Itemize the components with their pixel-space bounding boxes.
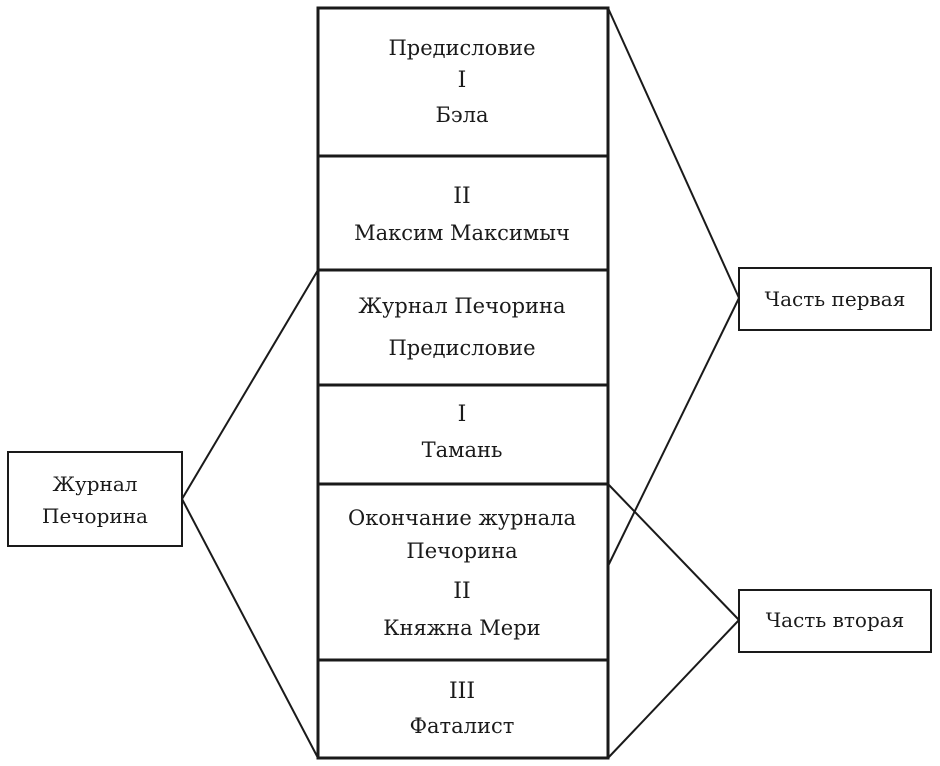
section-1-line-2: I <box>458 68 467 93</box>
connectors <box>181 7 740 759</box>
part-one-label: Часть первая <box>765 287 906 311</box>
section-5-line-3: II <box>453 579 470 604</box>
section-5-line-1: Окончание журнала <box>348 506 576 530</box>
section-3-line-1: Журнал Печорина <box>358 294 565 318</box>
column-frame <box>316 6 610 760</box>
journal-box-line-1: Журнал <box>53 472 138 496</box>
section-6-line-1: III <box>449 679 475 704</box>
section-preface-bela: Предисловие I Бэла <box>388 36 535 127</box>
section-6-line-2: Фаталист <box>410 714 515 738</box>
part-one-box-frame <box>738 267 932 331</box>
section-1-line-1: Предисловие <box>388 36 535 60</box>
section-fatalist: III Фаталист <box>410 679 515 738</box>
journal-box: Журнал Печорина <box>7 451 183 547</box>
section-5-line-2: Печорина <box>406 539 517 563</box>
section-5-line-4: Княжна Мери <box>383 616 540 640</box>
section-3-line-2: Предисловие <box>388 336 535 360</box>
part-one-box: Часть первая <box>738 267 932 331</box>
section-maksim-maksimych: II Максим Максимыч <box>354 184 570 245</box>
section-4-line-2: Тамань <box>422 438 503 462</box>
part-two-box: Часть вторая <box>738 589 932 653</box>
section-princess-mary: Окончание журнала Печорина II Княжна Мер… <box>348 506 576 640</box>
connector-left-bottom <box>181 498 319 759</box>
connector-part1-bottom <box>607 297 740 567</box>
section-journal-preface: Журнал Печорина Предисловие <box>358 294 565 360</box>
chapter-column: Предисловие I Бэла II Максим Максимыч Жу… <box>316 6 610 760</box>
connector-left-top <box>181 269 319 500</box>
section-2-line-1: II <box>453 184 470 209</box>
journal-box-frame <box>7 451 183 547</box>
part-two-label: Часть вторая <box>766 608 905 632</box>
section-taman: I Тамань <box>422 402 503 462</box>
part-two-box-frame <box>738 589 932 653</box>
connector-part2-bottom <box>607 619 740 759</box>
connector-part2-top <box>607 483 740 621</box>
section-2-line-2: Максим Максимыч <box>354 221 570 245</box>
section-4-line-1: I <box>458 402 467 427</box>
connector-part1-top <box>607 7 740 299</box>
section-1-line-3: Бэла <box>435 103 488 127</box>
journal-box-line-2: Печорина <box>42 504 148 528</box>
